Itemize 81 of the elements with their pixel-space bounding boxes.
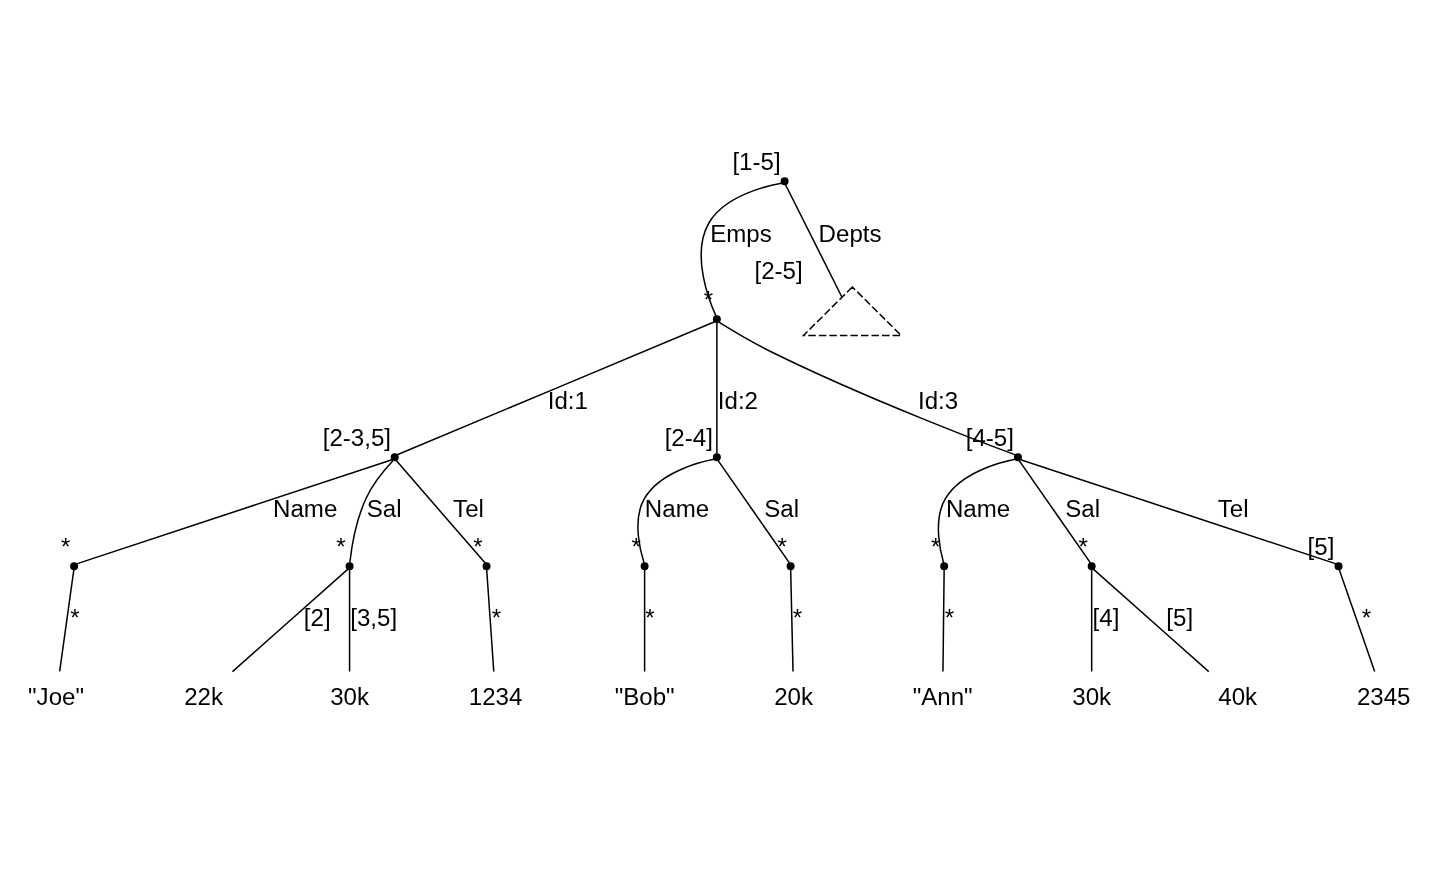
connector (349, 460, 394, 564)
connector (942, 568, 945, 673)
node-point (482, 562, 491, 571)
node-label: [5] (1307, 533, 1335, 561)
node-point (712, 315, 721, 324)
node-text: 20k (774, 682, 814, 710)
edge-label: * (70, 604, 80, 632)
node-label: * (777, 533, 787, 561)
edge-label: [2] (303, 604, 331, 632)
connector (1092, 568, 1210, 673)
connector (58, 568, 75, 673)
node-label: [4-5] (965, 424, 1014, 452)
edge-label: Tel (453, 495, 484, 523)
node-text: 30k (330, 682, 369, 710)
edge-label: Sal (1065, 495, 1101, 523)
connector (1090, 568, 1093, 673)
edge-label: Id:3 (918, 386, 959, 414)
node-point (780, 177, 789, 186)
connector (1019, 459, 1337, 565)
node-text: 22k (184, 682, 223, 710)
connector (231, 568, 349, 673)
edge-label: * (792, 604, 803, 632)
connector (637, 458, 715, 564)
node-label: [2-5] (754, 257, 803, 285)
node-label: * (1078, 533, 1088, 561)
edge-label: Sal (366, 495, 402, 523)
connector (395, 459, 486, 564)
node-text: "Bob" (614, 682, 675, 710)
edge-label: Id:1 (547, 386, 588, 414)
connector (75, 459, 393, 565)
node-point (712, 453, 721, 462)
node-label: * (60, 533, 71, 561)
node-text: 1234 (468, 682, 523, 710)
connector (789, 568, 794, 673)
node-label: * (473, 533, 483, 561)
node-label: [2-4] (664, 424, 713, 452)
connector (1338, 568, 1376, 673)
edge-label: Name (945, 495, 1011, 523)
node-text: 30k (1072, 682, 1112, 710)
node-point (345, 562, 354, 571)
node-text: 2345 (1356, 682, 1411, 710)
connector (716, 322, 718, 455)
connector (485, 568, 495, 673)
edge-label: Name (644, 495, 710, 523)
connector (348, 568, 351, 673)
connector (784, 184, 843, 298)
node-label: [2-3,5] (322, 424, 391, 452)
node-point (70, 562, 79, 571)
connector (717, 459, 791, 564)
node-point (1334, 562, 1343, 571)
node-text: "Joe" (28, 682, 85, 710)
connector (643, 568, 646, 673)
edge-label: [4] (1092, 604, 1120, 632)
connector (1018, 459, 1092, 564)
edge-label: * (491, 604, 502, 632)
node-point (1087, 562, 1096, 571)
edge-label: Id:2 (717, 386, 759, 414)
connector (396, 321, 715, 456)
edge-label: * (645, 604, 655, 632)
edge-label: Sal (764, 495, 799, 523)
node-point (640, 562, 649, 571)
node-point (1013, 453, 1022, 462)
connector (700, 182, 783, 317)
edge-label: * (944, 604, 955, 632)
edge-label: Name (273, 495, 338, 523)
connector (937, 458, 1016, 564)
edge-label: Tel (1217, 495, 1249, 523)
edge-label: Depts (818, 219, 882, 247)
edge-label: [3,5] (350, 604, 398, 632)
node-label: * (336, 533, 346, 561)
node-label: * (930, 533, 941, 561)
node-point (940, 562, 949, 571)
node-text: "Ann" (912, 682, 973, 710)
edge-label: [5] (1166, 604, 1194, 632)
connector (718, 321, 1017, 456)
node-text: 40k (1218, 682, 1258, 710)
edge-label: Emps (710, 219, 772, 247)
node-label: [1-5] (732, 148, 781, 176)
edge-label: * (1361, 604, 1372, 632)
node-point (786, 562, 795, 571)
node-point (390, 453, 399, 462)
